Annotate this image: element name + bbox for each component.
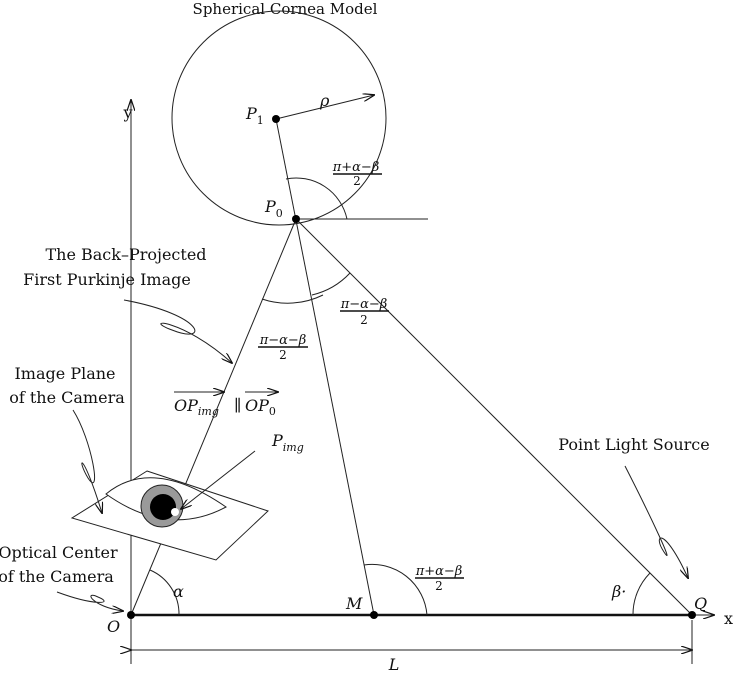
back-projected-label-line2: First Purkinje Image bbox=[23, 270, 191, 289]
point-light-wavy-arrow bbox=[624, 465, 688, 578]
parallel-symbol: ∥ bbox=[234, 396, 241, 415]
back-projected-wavy-arrow bbox=[123, 299, 232, 363]
arc-top-angle bbox=[285, 177, 348, 220]
point-o-label: O bbox=[107, 617, 120, 636]
distance-l-label: L bbox=[388, 655, 400, 673]
beta-label: β· bbox=[611, 582, 626, 601]
fraction-top-denominator: 2 bbox=[353, 174, 361, 188]
arc-alpha bbox=[149, 569, 180, 616]
arc-right-angle bbox=[311, 272, 351, 296]
fraction-right-numerator: π−α−β bbox=[340, 297, 388, 312]
optical-center-label-line1: Optical Center bbox=[0, 543, 118, 562]
radius-arrow bbox=[275, 95, 374, 120]
line-p0-q bbox=[295, 218, 693, 616]
optical-center-wavy-arrow bbox=[56, 591, 123, 611]
fraction-bottom-numerator: π+α−β bbox=[415, 564, 463, 579]
arc-left-angle bbox=[261, 294, 324, 304]
point-q-label: Q bbox=[694, 594, 707, 613]
fraction-bottom-denominator: 2 bbox=[435, 579, 443, 593]
x-axis-label: x bbox=[724, 609, 733, 628]
fraction-right-denominator: 2 bbox=[360, 313, 368, 327]
point-p0-marker bbox=[292, 215, 300, 223]
p-img-arrow bbox=[181, 450, 256, 509]
point-q-marker bbox=[688, 611, 696, 619]
fraction-left-numerator: π−α−β bbox=[259, 333, 307, 348]
vector-op-img-text: OPimg bbox=[174, 396, 219, 418]
image-plane-wavy-arrow bbox=[72, 409, 102, 513]
fraction-left-denominator: 2 bbox=[279, 348, 287, 362]
y-axis-label: y bbox=[122, 103, 132, 122]
fraction-top-numerator: π+α−β bbox=[332, 160, 380, 175]
optical-center-label-line2: of the Camera bbox=[0, 567, 114, 586]
rho-label: ρ bbox=[319, 91, 330, 110]
pupil bbox=[150, 494, 176, 520]
cornea-sphere bbox=[171, 10, 387, 226]
point-p1-label: P1 bbox=[245, 104, 264, 127]
diagram-title: Spherical Cornea Model bbox=[193, 0, 378, 18]
line-p1-m bbox=[275, 118, 375, 616]
arc-beta bbox=[632, 572, 651, 616]
image-plane-label-line2: of the Camera bbox=[9, 388, 125, 407]
point-m-label: M bbox=[345, 594, 363, 613]
point-o-marker bbox=[127, 611, 135, 619]
vector-parallel-notation: OPimg ∥ OP0 bbox=[174, 392, 278, 418]
image-plane-label-line1: Image Plane bbox=[14, 364, 115, 383]
glint-p-img bbox=[171, 508, 179, 516]
alpha-label: α bbox=[173, 582, 184, 601]
vector-op0-text: OP0 bbox=[245, 396, 276, 418]
p-img-label: Pimg bbox=[271, 431, 304, 454]
point-p1-marker bbox=[272, 115, 280, 123]
point-p0-label: P0 bbox=[264, 197, 283, 220]
point-m-marker bbox=[370, 611, 378, 619]
point-light-source-label: Point Light Source bbox=[558, 435, 709, 454]
back-projected-label-line1: The Back–Projected bbox=[45, 245, 206, 264]
arc-bottom-angle bbox=[363, 563, 428, 616]
line-p0-o bbox=[130, 218, 297, 616]
camera-image-plane bbox=[70, 470, 269, 561]
